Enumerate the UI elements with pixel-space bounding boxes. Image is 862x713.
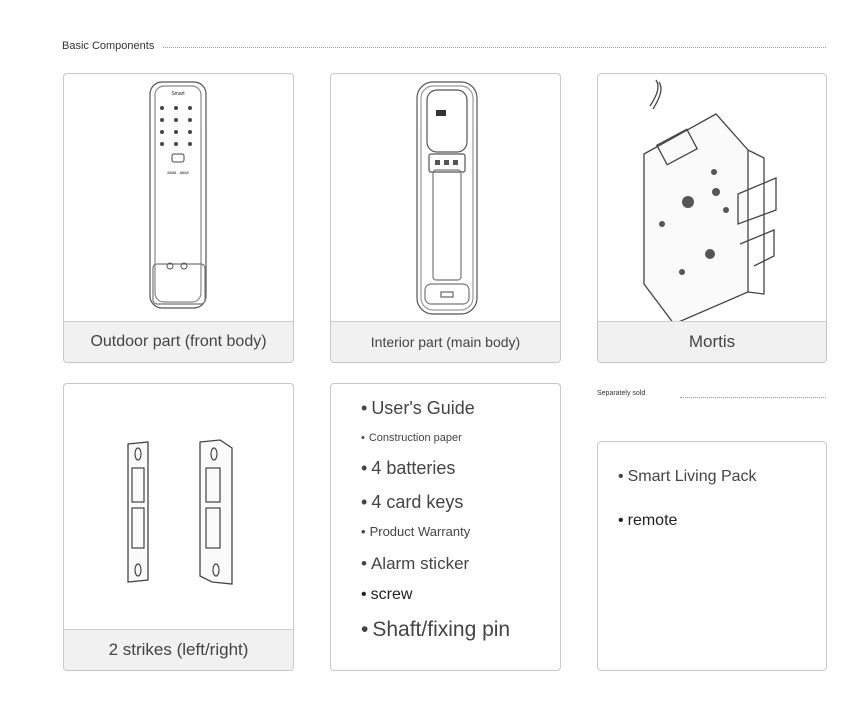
card-strikes: 2 strikes (left/right) bbox=[63, 383, 294, 671]
outdoor-lock-display: 8888 - 8888 bbox=[167, 170, 189, 175]
outdoor-lock-illustration: Smart 8888 - 8888 bbox=[149, 81, 207, 309]
list-item: •User's Guide bbox=[361, 398, 475, 418]
caption-interior-part: Interior part (main body) bbox=[331, 321, 560, 362]
outdoor-lock-brand: Smart bbox=[171, 91, 185, 97]
separately-sold-list: •Smart Living Pack •remote bbox=[618, 468, 757, 542]
card-mortis: Mortis bbox=[597, 73, 827, 363]
card-interior-part: Interior part (main body) bbox=[330, 73, 561, 363]
list-item: •remote bbox=[618, 512, 678, 529]
strikes-illustration bbox=[127, 439, 233, 585]
list-item: •Product Warranty bbox=[361, 524, 471, 539]
list-item: •Construction paper bbox=[361, 432, 462, 444]
caption-outdoor-part: Outdoor part (front body) bbox=[64, 321, 293, 362]
package-contents-list: •User's Guide •Construction paper •4 bat… bbox=[361, 398, 510, 648]
card-separately-sold: •Smart Living Pack •remote bbox=[597, 441, 827, 671]
list-item: •4 card keys bbox=[361, 492, 464, 512]
list-item: •4 batteries bbox=[361, 458, 456, 478]
caption-mortis: Mortis bbox=[598, 321, 826, 362]
card-package-contents: •User's Guide •Construction paper •4 bat… bbox=[330, 383, 561, 671]
mortise-illustration bbox=[643, 79, 777, 324]
caption-strikes: 2 strikes (left/right) bbox=[64, 629, 293, 670]
section-heading-basic: Basic Components bbox=[62, 40, 163, 52]
list-item: •Smart Living Pack bbox=[618, 468, 757, 485]
list-item: •Alarm sticker bbox=[361, 554, 470, 573]
interior-lock-illustration bbox=[416, 81, 478, 315]
separate-heading-rule bbox=[680, 397, 826, 398]
list-item: •Shaft/fixing pin bbox=[361, 618, 511, 641]
heading-rule bbox=[62, 47, 826, 48]
section-heading-separately-sold: Separately sold bbox=[597, 390, 654, 397]
list-item: •screw bbox=[361, 586, 413, 603]
card-outdoor-part: Smart 8888 - 8888 Outdoor part (front bo… bbox=[63, 73, 294, 363]
